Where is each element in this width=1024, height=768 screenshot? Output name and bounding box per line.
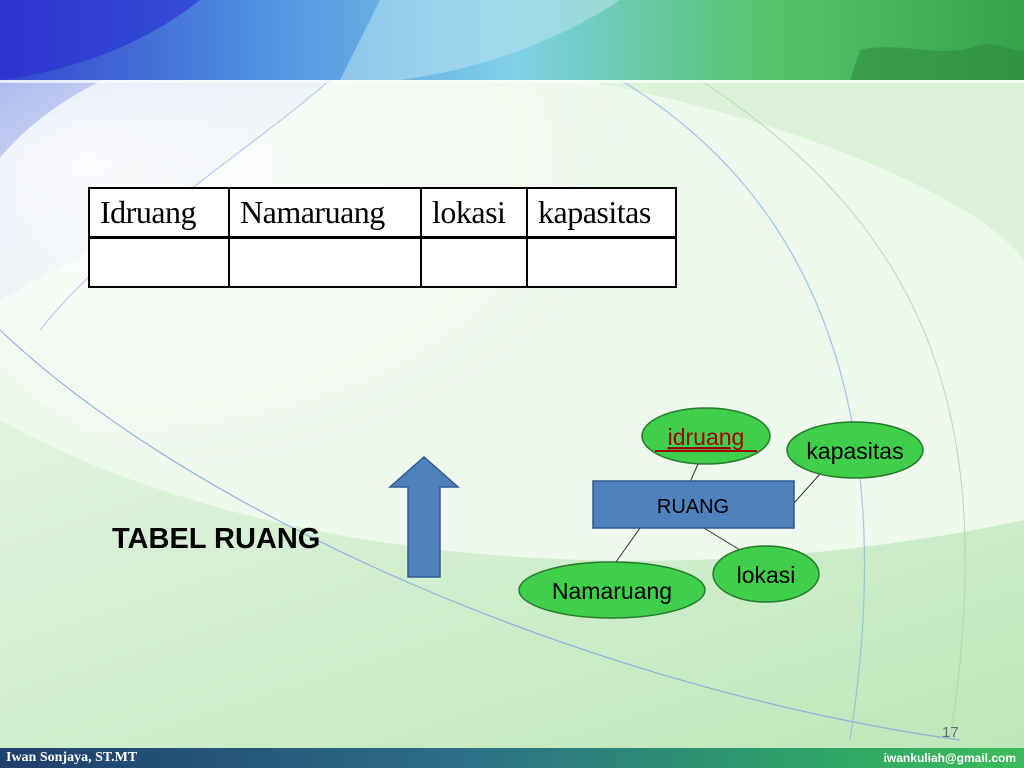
attribute-lokasi-label: lokasi [737,562,796,588]
entity-ruang-box [592,480,795,529]
attribute-idruang-label: idruang [668,424,745,450]
attribute-namaruang-label: Namaruang [552,578,672,604]
attribute-kapasitas-label: kapasitas [806,438,903,464]
slide-title: TABEL RUANG [112,523,321,555]
footer-author: Iwan Sonjaya, ST.MT [6,750,138,765]
attribute-namaruang-ellipse [518,561,706,619]
table-header-row: Idruang Namaruang lokasi kapasitas [88,187,677,239]
table-header-cell: kapasitas [526,187,677,239]
table-row [88,236,677,288]
entity-ruang-label: RUANG [657,496,729,518]
footer-email: iwankuliah@gmail.com [883,751,1016,765]
table-cell [420,236,528,288]
ruang-table-container: Idruang Namaruang lokasi kapasitas [88,187,677,288]
table-cell [88,236,230,288]
attribute-lokasi-ellipse [712,545,820,603]
table-header-cell: Idruang [88,187,230,239]
table-cell [228,236,422,288]
footer-bar: Iwan Sonjaya, ST.MT iwankuliah@gmail.com [0,748,1024,768]
table-header-cell: lokasi [420,187,528,239]
connector-line [689,463,699,483]
connector-line [615,527,641,563]
table-header-cell: Namaruang [228,187,422,239]
attribute-kapasitas-ellipse [786,421,924,479]
up-arrow-icon [388,455,460,578]
ruang-table: Idruang Namaruang lokasi kapasitas [88,187,677,288]
page-number: 17 [942,724,959,741]
connector-line [703,527,741,551]
table-cell [526,236,677,288]
connector-line [793,473,821,504]
